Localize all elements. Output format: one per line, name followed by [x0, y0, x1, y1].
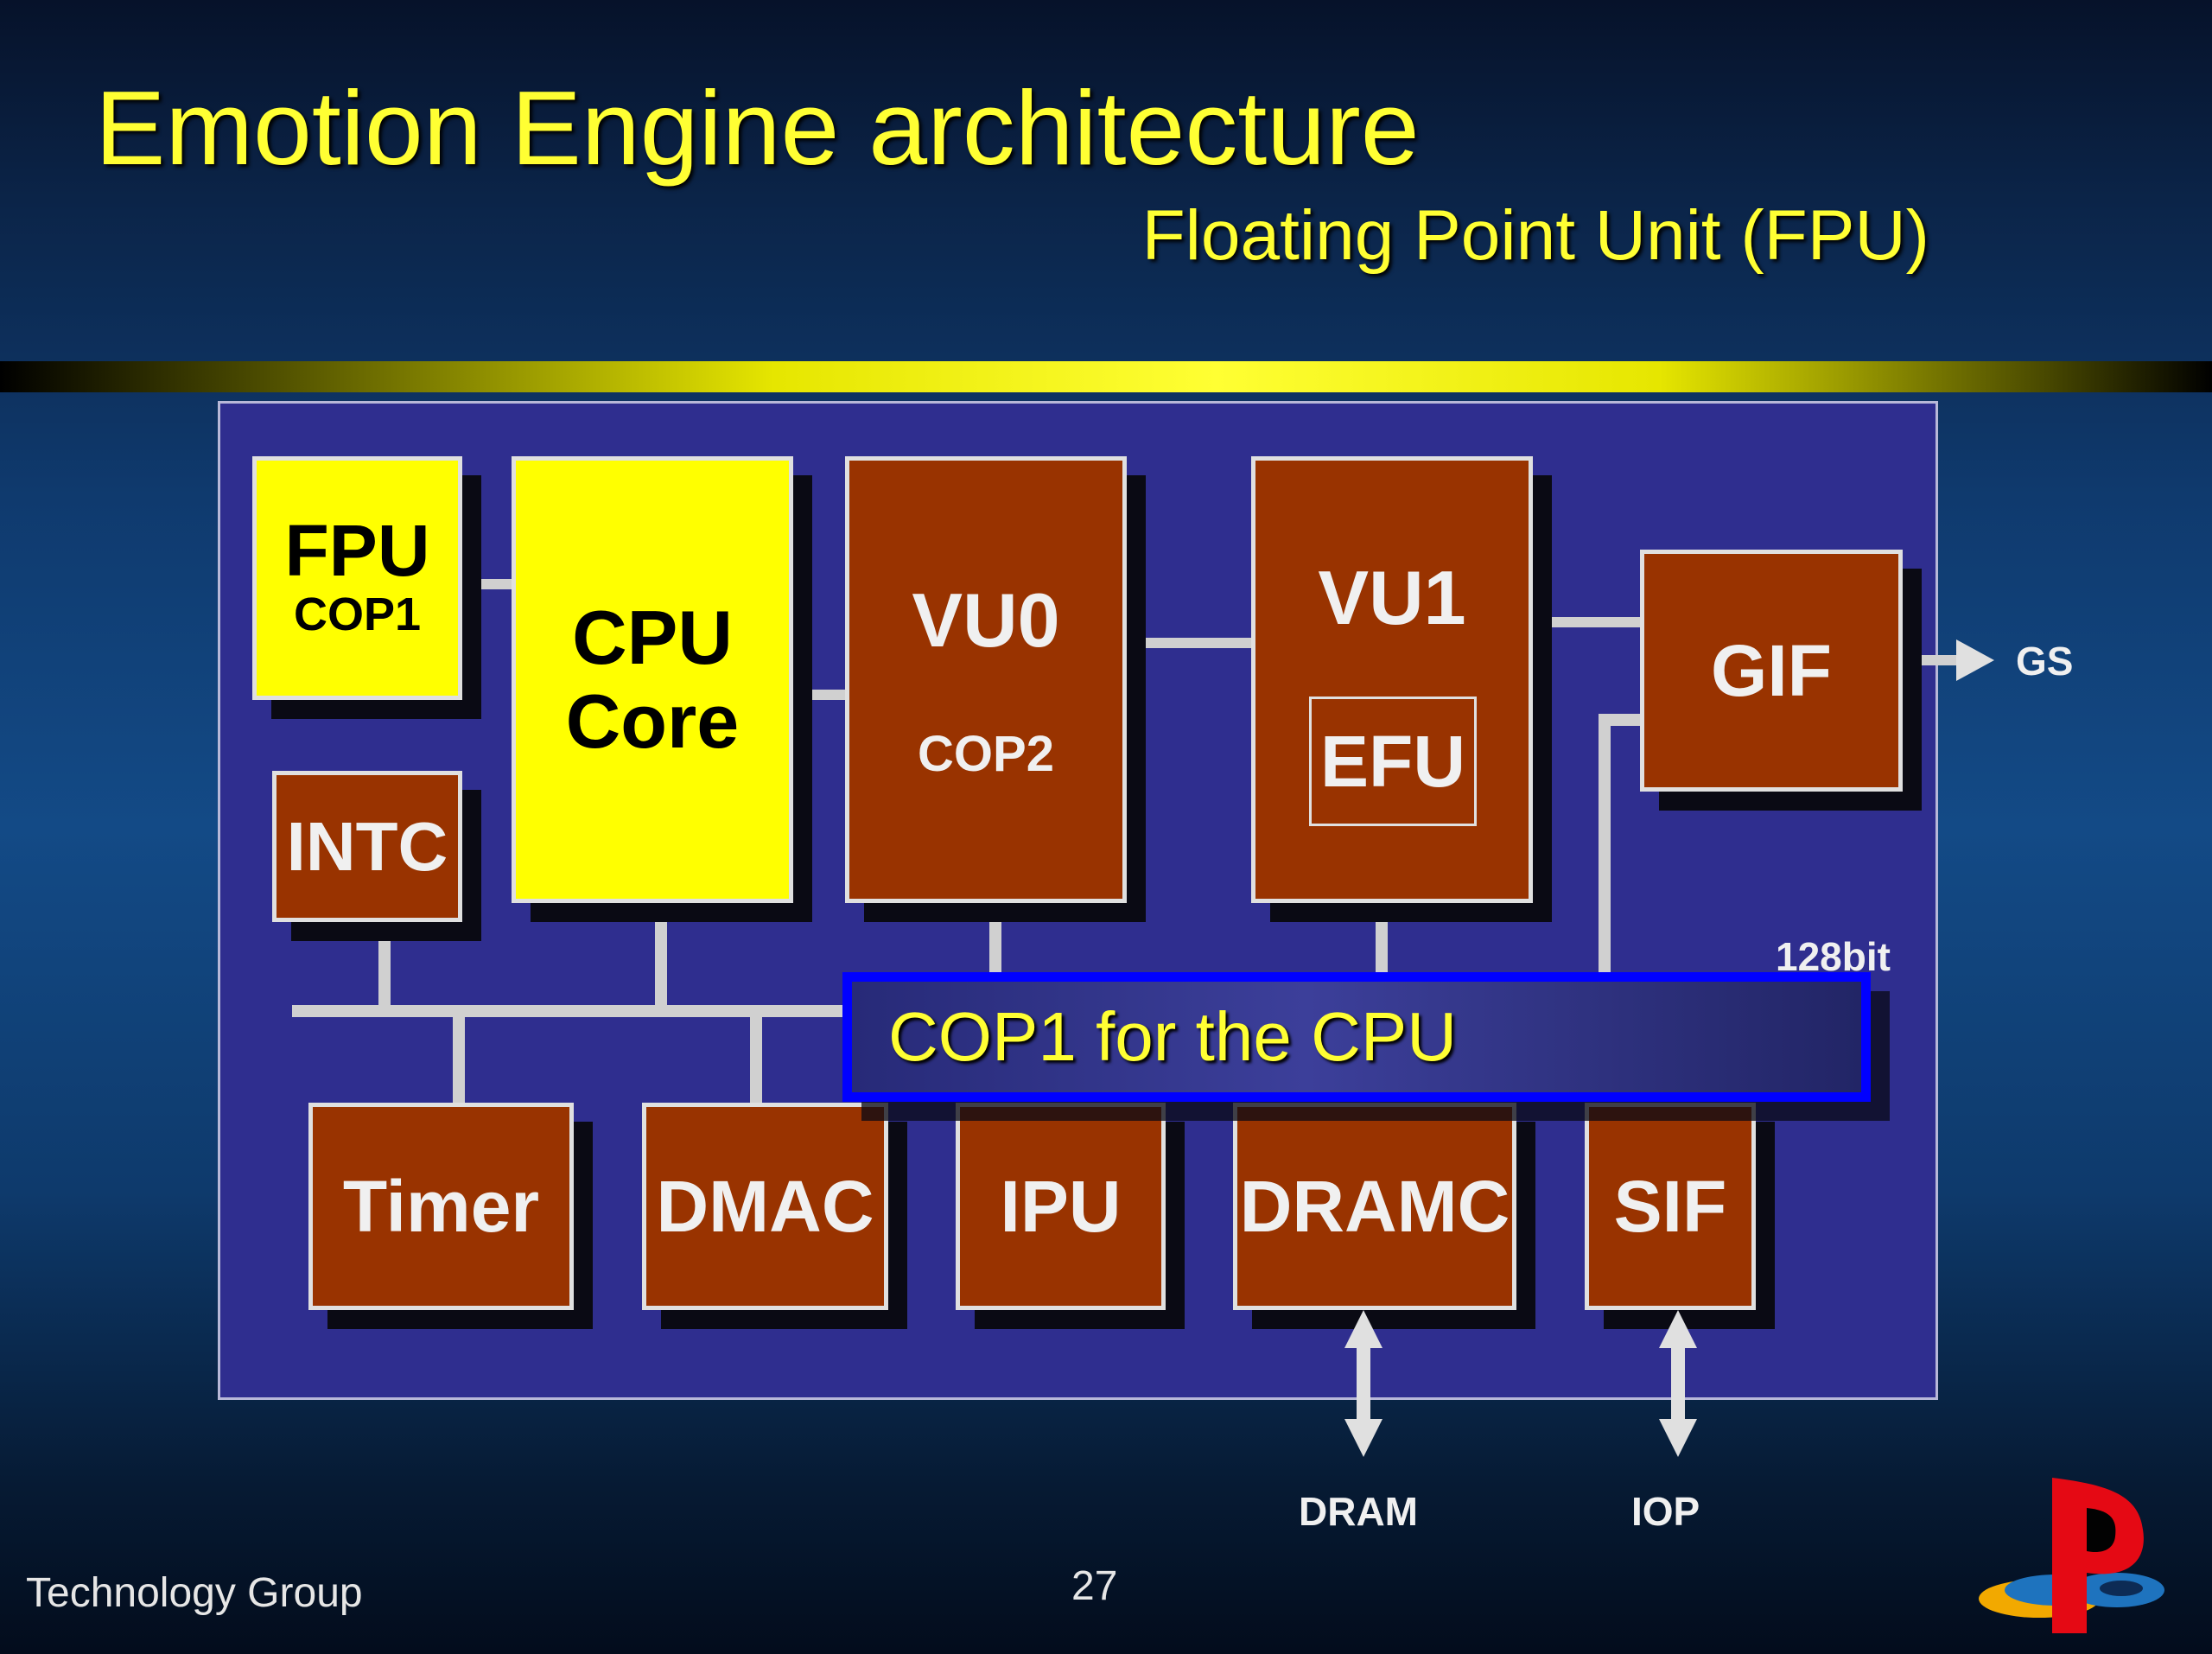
dmac-label: DMAC: [656, 1165, 874, 1247]
gif-block: GIF: [1640, 550, 1903, 792]
cpu-bus-connector: [655, 903, 667, 1007]
efu-block: EFU: [1309, 697, 1477, 826]
iop-label: IOP: [1631, 1489, 1700, 1534]
ipu-block: IPU: [956, 1103, 1166, 1310]
efu-label: EFU: [1320, 720, 1465, 802]
vu0-label: VU0: [912, 577, 1060, 663]
title-divider-bar: [0, 361, 2212, 392]
vu0-vu1-connector: [1125, 638, 1253, 648]
slide-title: Emotion Engine architecture: [95, 69, 1420, 187]
gs-arrow-icon: [1956, 639, 1994, 681]
cpu-label: CPU: [572, 594, 733, 680]
vu0-bus-connector: [989, 900, 1001, 978]
timer-block: Timer: [308, 1103, 574, 1310]
sif-label: SIF: [1613, 1165, 1727, 1247]
cpu-core-block: CPU Core: [512, 456, 793, 903]
callout-text: COP1 for the CPU: [888, 998, 1458, 1075]
slide-subtitle: Floating Point Unit (FPU): [1141, 196, 1929, 275]
cpu-vu0-connector: [793, 690, 847, 700]
core-label: Core: [565, 678, 740, 764]
timer-label: Timer: [342, 1165, 540, 1247]
dram-bidirectional-arrow-icon: [1344, 1310, 1382, 1457]
bus-line: [292, 1005, 975, 1017]
gs-label: GS: [2016, 639, 2074, 684]
fpu-label: FPU: [284, 509, 430, 591]
timer-bus-connector: [453, 1015, 465, 1106]
bus-width-label: 128bit: [1776, 934, 1891, 979]
vu1-gif-connector: [1531, 617, 1642, 627]
fpu-cpu-connector: [462, 579, 514, 589]
gif-bus-vertical: [1599, 714, 1611, 982]
dramc-block: DRAMC: [1233, 1103, 1516, 1310]
fpu-block: FPU COP1: [252, 456, 462, 700]
gif-gs-line: [1901, 655, 1967, 665]
callout-box: COP1 for the CPU: [842, 972, 1871, 1102]
gif-bus-horizontal: [1599, 714, 1643, 726]
vu1-bus-connector: [1376, 900, 1388, 978]
vu1-label: VU1: [1318, 555, 1466, 640]
iop-bidirectional-arrow-icon: [1659, 1310, 1697, 1457]
intc-bus-connector: [378, 920, 391, 1007]
sif-block: SIF: [1585, 1103, 1756, 1310]
page-number: 27: [1071, 1563, 1118, 1609]
ipu-label: IPU: [1000, 1165, 1122, 1247]
fpu-cop1-label: COP1: [293, 588, 422, 640]
intc-label: INTC: [286, 807, 448, 885]
vu0-block: VU0 COP2: [845, 456, 1127, 903]
intc-block: INTC: [272, 771, 462, 922]
dmac-block: DMAC: [642, 1103, 888, 1310]
dramc-label: DRAMC: [1239, 1165, 1510, 1247]
dmac-bus-connector: [750, 1015, 762, 1106]
gif-label: GIF: [1711, 629, 1832, 711]
dram-label: DRAM: [1299, 1489, 1418, 1534]
vu1-block: VU1: [1251, 456, 1533, 903]
playstation-logo-icon: [1979, 1478, 2164, 1633]
vu0-cop2-label: COP2: [918, 726, 1054, 782]
footer-group-name: Technology Group: [26, 1570, 363, 1616]
